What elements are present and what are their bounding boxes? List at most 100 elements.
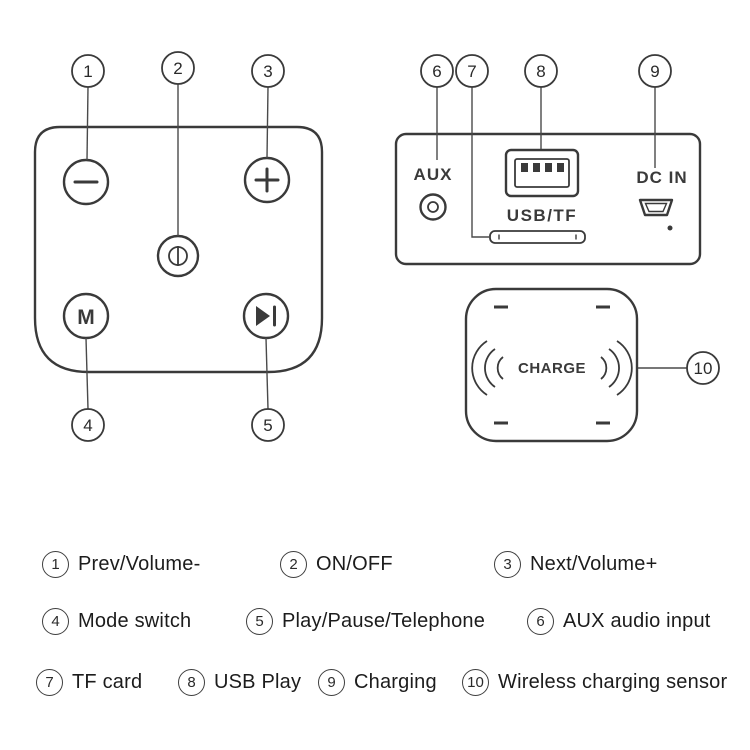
- led-dot: [667, 225, 673, 231]
- tf-slot-outline: [489, 230, 586, 244]
- callout-5-circle: [251, 408, 285, 442]
- usb-pin: [521, 163, 528, 172]
- callout-10: 10: [638, 351, 720, 385]
- callout-1-circle: [71, 54, 105, 88]
- legend-label-1: Prev/Volume-: [78, 553, 201, 575]
- callout-7-number: 7: [467, 62, 476, 81]
- mode-button-label: M: [77, 306, 95, 329]
- aux-jack-outer: [419, 193, 447, 221]
- callout-8-number: 8: [536, 62, 545, 81]
- callout-5-leader: [265, 337, 269, 410]
- speaker-face-panel: M: [33, 125, 324, 374]
- legend-item-5: 5 Play/Pause/Telephone: [246, 608, 485, 635]
- legend-item-2: 2 ON/OFF: [280, 551, 393, 578]
- callout-4-number: 4: [83, 416, 92, 435]
- charge-pad-outline: [464, 287, 639, 443]
- usb-port-icon: [504, 148, 580, 198]
- callout-8-circle: [524, 54, 558, 88]
- wave-left-2: [484, 348, 496, 388]
- legend-number-4: 4: [42, 608, 69, 635]
- callout-5-number: 5: [263, 416, 272, 435]
- callout-1-leader: [86, 86, 89, 161]
- callout-3: 3: [251, 54, 285, 159]
- charge-label: CHARGE: [518, 360, 586, 377]
- wave-right-3: [616, 340, 633, 396]
- legend-item-6: 6 AUX audio input: [527, 608, 711, 635]
- usb-tf-label: USB/TF: [507, 206, 577, 225]
- micro-usb-inner: [644, 202, 668, 213]
- usb-port-inner: [514, 158, 570, 188]
- legend-item-10: 10 Wireless charging sensor: [462, 669, 727, 696]
- callout-4-leader: [85, 337, 89, 410]
- legend-label-8: USB Play: [214, 671, 302, 693]
- callout-1: 1: [71, 54, 105, 161]
- callout-8: 8: [524, 54, 558, 149]
- callout-7-leader: [471, 87, 489, 238]
- wireless-charge-pad: CHARGE: [464, 287, 639, 443]
- callout-7-circle: [455, 54, 489, 88]
- usb-pin: [533, 163, 540, 172]
- legend-number-6: 6: [527, 608, 554, 635]
- aux-jack-icon: [419, 193, 447, 221]
- wave-left-3: [471, 340, 488, 396]
- callout-10-circle: [686, 351, 720, 385]
- legend-number-3: 3: [494, 551, 521, 578]
- callout-3-number: 3: [263, 62, 272, 81]
- legend-number-2: 2: [280, 551, 307, 578]
- callout-1-number: 1: [83, 62, 92, 81]
- callout-9: 9: [638, 54, 672, 168]
- legend-item-3: 3 Next/Volume+: [494, 551, 657, 578]
- tf-card-slot-icon: [489, 230, 586, 244]
- micro-usb-icon: [638, 198, 674, 217]
- ports-panel: AUX USB/TF DC IN: [394, 132, 702, 266]
- wave-left-1: [496, 356, 504, 380]
- wireless-wave-icon: [471, 340, 633, 396]
- legend-number-5: 5: [246, 608, 273, 635]
- play-icon: [256, 306, 270, 326]
- legend-number-10: 10: [462, 669, 489, 696]
- legend-label-10: Wireless charging sensor: [498, 671, 728, 693]
- volume-down-button-ring: [62, 158, 110, 206]
- usb-port-outer: [504, 148, 580, 198]
- alignment-marks: [494, 305, 610, 425]
- legend-item-4: 4 Mode switch: [42, 608, 191, 635]
- legend-item-8: 8 USB Play: [178, 669, 301, 696]
- legend-label-4: Mode switch: [78, 610, 192, 632]
- callout-10-number: 10: [694, 359, 713, 378]
- legend-item-9: 9 Charging: [318, 669, 437, 696]
- legend-label-7: TF card: [72, 671, 143, 693]
- callout-6: 6: [420, 54, 454, 160]
- callout-9-circle: [638, 54, 672, 88]
- wave-right-1: [600, 356, 608, 380]
- usb-pin: [545, 163, 552, 172]
- tf-slot-notches: [498, 234, 577, 240]
- legend-label-3: Next/Volume+: [530, 553, 658, 575]
- plus-icon: [254, 167, 280, 193]
- callout-2: 2: [161, 51, 195, 236]
- speaker-face-outline: [33, 125, 324, 374]
- legend-label-2: ON/OFF: [316, 553, 393, 575]
- callout-4-circle: [71, 408, 105, 442]
- micro-usb-outer: [638, 198, 674, 217]
- legend-item-7: 7 TF card: [36, 669, 142, 696]
- legend-number-1: 1: [42, 551, 69, 578]
- device-diagram-svg: M 1 2 3 4: [33, 51, 720, 443]
- callout-3-leader: [266, 86, 269, 159]
- legend-label-6: AUX audio input: [563, 610, 711, 632]
- ports-panel-outline: [394, 132, 702, 266]
- dc-in-label: DC IN: [636, 168, 687, 187]
- callout-6-number: 6: [432, 62, 441, 81]
- legend-number-8: 8: [178, 669, 205, 696]
- callout-2-number: 2: [173, 59, 182, 78]
- callout-6-circle: [420, 54, 454, 88]
- callout-2-circle: [161, 51, 195, 85]
- usb-pin: [557, 163, 564, 172]
- callout-7: 7: [455, 54, 489, 238]
- aux-label: AUX: [414, 165, 453, 184]
- legend-item-1: 1 Prev/Volume-: [42, 551, 200, 578]
- callout-5: 5: [251, 337, 285, 442]
- legend-number-9: 9: [318, 669, 345, 696]
- legend-label-9: Charging: [354, 671, 437, 693]
